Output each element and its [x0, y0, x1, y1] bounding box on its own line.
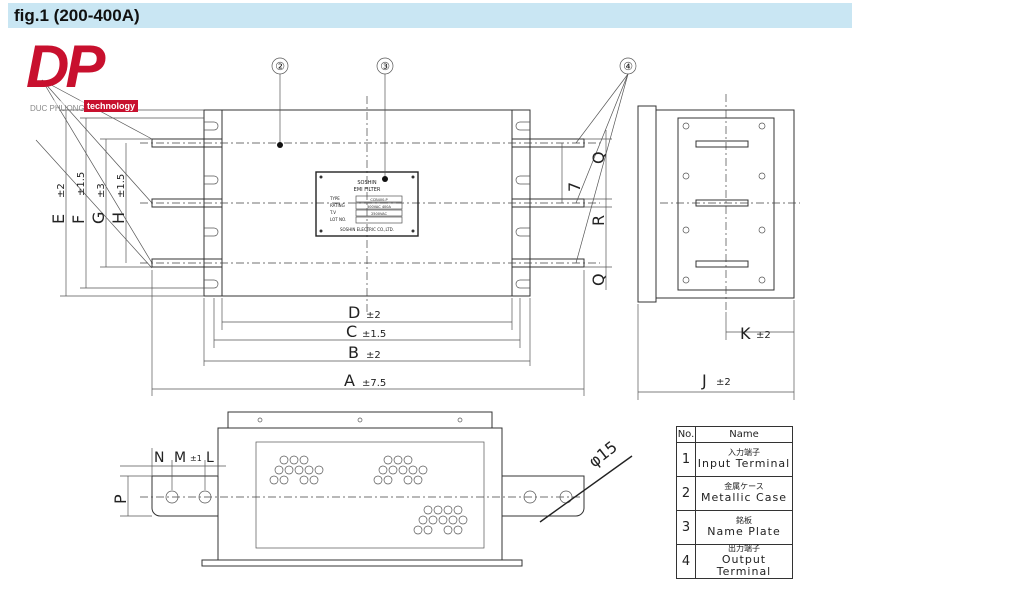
nameplate-value-tv: 2500VAC: [371, 212, 387, 216]
dim-H-tol: ±1.5: [116, 174, 127, 198]
dim-F-tol: ±1.5: [76, 172, 87, 196]
legend-row-en: Output Terminal: [716, 552, 772, 578]
nameplate-value-type: CCB400-P: [370, 198, 387, 202]
logo-tagline: technology: [84, 100, 139, 112]
dim-C: C: [346, 322, 357, 341]
dim-C-tol: ±1.5: [362, 329, 386, 340]
legend-row-name: 入力端子 Input Terminal: [695, 442, 793, 477]
legend-row-en: Metallic Case: [701, 490, 787, 504]
terminal-dimensions: Q R Q 7: [561, 130, 612, 290]
nameplate-row-tv: T.V: [329, 210, 336, 215]
legend-row-no: 3: [676, 510, 696, 545]
dim-G-tol: ±3: [96, 183, 107, 198]
logo-swoosh: [8, 46, 128, 106]
legend-row-jp: 入力端子: [728, 448, 760, 458]
svg-text:②: ②: [275, 60, 285, 73]
dim-D-tol: ±2: [366, 310, 381, 321]
legend-row-no: 1: [676, 442, 696, 477]
legend-row-jp: 出力端子: [728, 544, 760, 553]
figure-title: fig.1 (200-400A): [14, 6, 140, 25]
vent-holes: [269, 455, 468, 535]
legend-row-no: 2: [676, 476, 696, 511]
callout-2: ②: [271, 57, 289, 148]
legend-header-row: No. Name: [676, 426, 793, 443]
nameplate-value-rating: 500VAC 400A: [367, 205, 391, 209]
dim-J-tol: ±2: [716, 377, 731, 388]
nameplate-product: EMI FILTER: [354, 187, 381, 193]
dim-A: A: [344, 371, 355, 390]
logo-letters: DP: [26, 33, 105, 100]
header-bar: fig.1 (200-400A): [8, 3, 852, 28]
name-plate: SOSHIN EMI FILTER TYPE RATING T.V LOT NO…: [315, 171, 419, 237]
dim-D: D: [348, 303, 360, 322]
horizontal-dimensions: D ±2 C ±1.5 B ±2 A ±7.5: [151, 270, 585, 396]
legend-row-no: 4: [676, 544, 696, 579]
legend-row-en: Input Terminal: [697, 456, 791, 470]
dim-Q-bottom: Q: [589, 273, 608, 286]
dim-J: J: [701, 371, 707, 390]
vertical-dimensions: E ±2 F ±1.5 G ±3 H ±1.5: [49, 109, 204, 297]
legend-row-name: 金属ケース Metallic Case: [695, 476, 793, 511]
legend-row: 3 銘板 Name Plate: [676, 510, 793, 545]
legend-row-jp: 銘板: [736, 516, 752, 526]
nameplate-row-type: TYPE: [329, 196, 340, 201]
dim-G: G: [89, 212, 108, 224]
nameplate-brand: SOSHIN: [357, 180, 377, 186]
legend-row: 4 出力端子 Output Terminal: [676, 544, 793, 579]
dim-phi: φ15: [585, 437, 621, 471]
legend-row: 2 金属ケース Metallic Case: [676, 476, 793, 511]
legend-row-name: 銘板 Name Plate: [695, 510, 793, 545]
svg-text:③: ③: [380, 60, 390, 73]
dim-E: E: [49, 214, 68, 224]
nameplate-row-lot: LOT NO.: [330, 217, 346, 222]
dim-K-tol: ±2: [756, 330, 771, 341]
logo-company-name: DUC PHUONG: [30, 104, 85, 113]
dim-P: P: [111, 494, 130, 504]
parts-legend-table: No. Name 1 入力端子 Input Terminal 2 金属ケース M…: [676, 426, 793, 579]
legend-row-en: Name Plate: [707, 524, 781, 538]
legend-row-jp: 金属ケース: [724, 482, 764, 492]
front-view: SOSHIN EMI FILTER TYPE RATING T.V LOT NO…: [35, 57, 637, 396]
legend-row: 1 入力端子 Input Terminal: [676, 442, 793, 477]
svg-text:④: ④: [623, 60, 633, 73]
dim-K: K: [740, 324, 751, 343]
dim-N: N: [154, 450, 164, 466]
callout-3: ③: [376, 57, 394, 182]
dim-M-tol: ±1: [190, 454, 202, 463]
side-view: K ±2 J ±2: [637, 94, 800, 400]
dim-Q-top: Q: [589, 151, 608, 164]
dim-A-tol: ±7.5: [362, 378, 386, 389]
callout-4: ④: [575, 57, 637, 264]
dim-M: M: [174, 450, 186, 466]
dim-H: H: [109, 212, 128, 224]
nameplate-row-rating: RATING: [330, 203, 345, 208]
nameplate-footer: SOSHIN ELECTRIC CO.,LTD.: [340, 227, 394, 232]
dim-B-tol: ±2: [366, 350, 381, 361]
dim-F: F: [69, 215, 88, 224]
legend-row-name: 出力端子 Output Terminal: [695, 544, 793, 579]
dim-E-tol: ±2: [56, 183, 67, 198]
dim-B: B: [348, 343, 359, 362]
company-logo: DP DUC PHUONG technology: [8, 33, 148, 116]
legend-header-name: Name: [695, 426, 793, 443]
top-view: φ15 N M ±1 L P: [111, 411, 633, 567]
dim-L: L: [206, 450, 214, 466]
legend-header-no: No.: [676, 426, 696, 443]
dim-7: 7: [565, 182, 584, 192]
dim-R: R: [589, 215, 608, 226]
